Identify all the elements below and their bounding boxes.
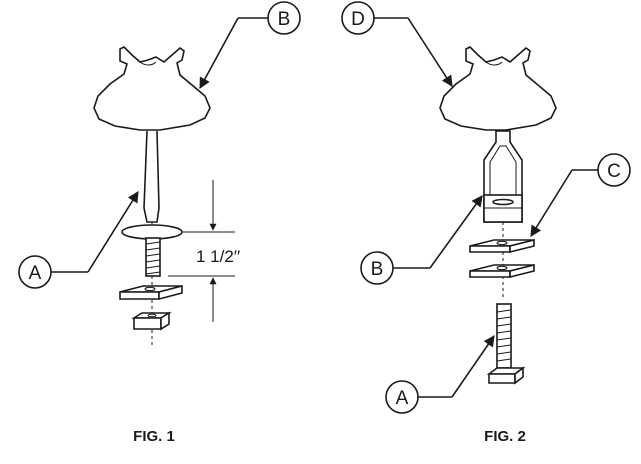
dimension-stud-length: 1 1/2′′ [168,180,240,322]
callout-a-fig1: A [18,191,139,289]
round-washer [121,224,183,240]
callout-b-fig1: B [199,1,301,89]
insulator-bell [93,46,211,131]
callout-a-fig1-label: A [29,263,42,284]
fig2-caption: FIG. 2 [484,428,526,445]
figure-1: 1 1/2′′ B A FIG. 1 [18,1,301,445]
insulator-bell [439,46,557,131]
callout-d: D [341,1,453,87]
carriage-bolt [486,303,526,385]
figure-2: D C B A FIG. 2 [341,1,631,445]
callout-b-fig1-label: B [278,9,291,30]
square-washer-lower [469,263,535,279]
clevis-bracket [483,130,523,223]
callout-b-fig2: B [360,195,483,285]
fig1-caption: FIG. 1 [133,428,175,445]
callout-b-fig2-label: B [371,259,384,280]
callout-c-label: C [607,161,621,182]
square-nut [131,311,172,331]
threaded-stud [145,237,161,277]
callout-d-label: D [351,9,365,30]
callout-c: C [530,153,631,237]
dimension-label: 1 1/2′′ [196,247,240,266]
callout-a-fig2-label: A [396,388,409,409]
square-washer-upper [469,238,535,254]
square-washer [119,284,183,301]
callout-a-fig2: A [385,335,495,414]
pin-rod [143,130,160,223]
